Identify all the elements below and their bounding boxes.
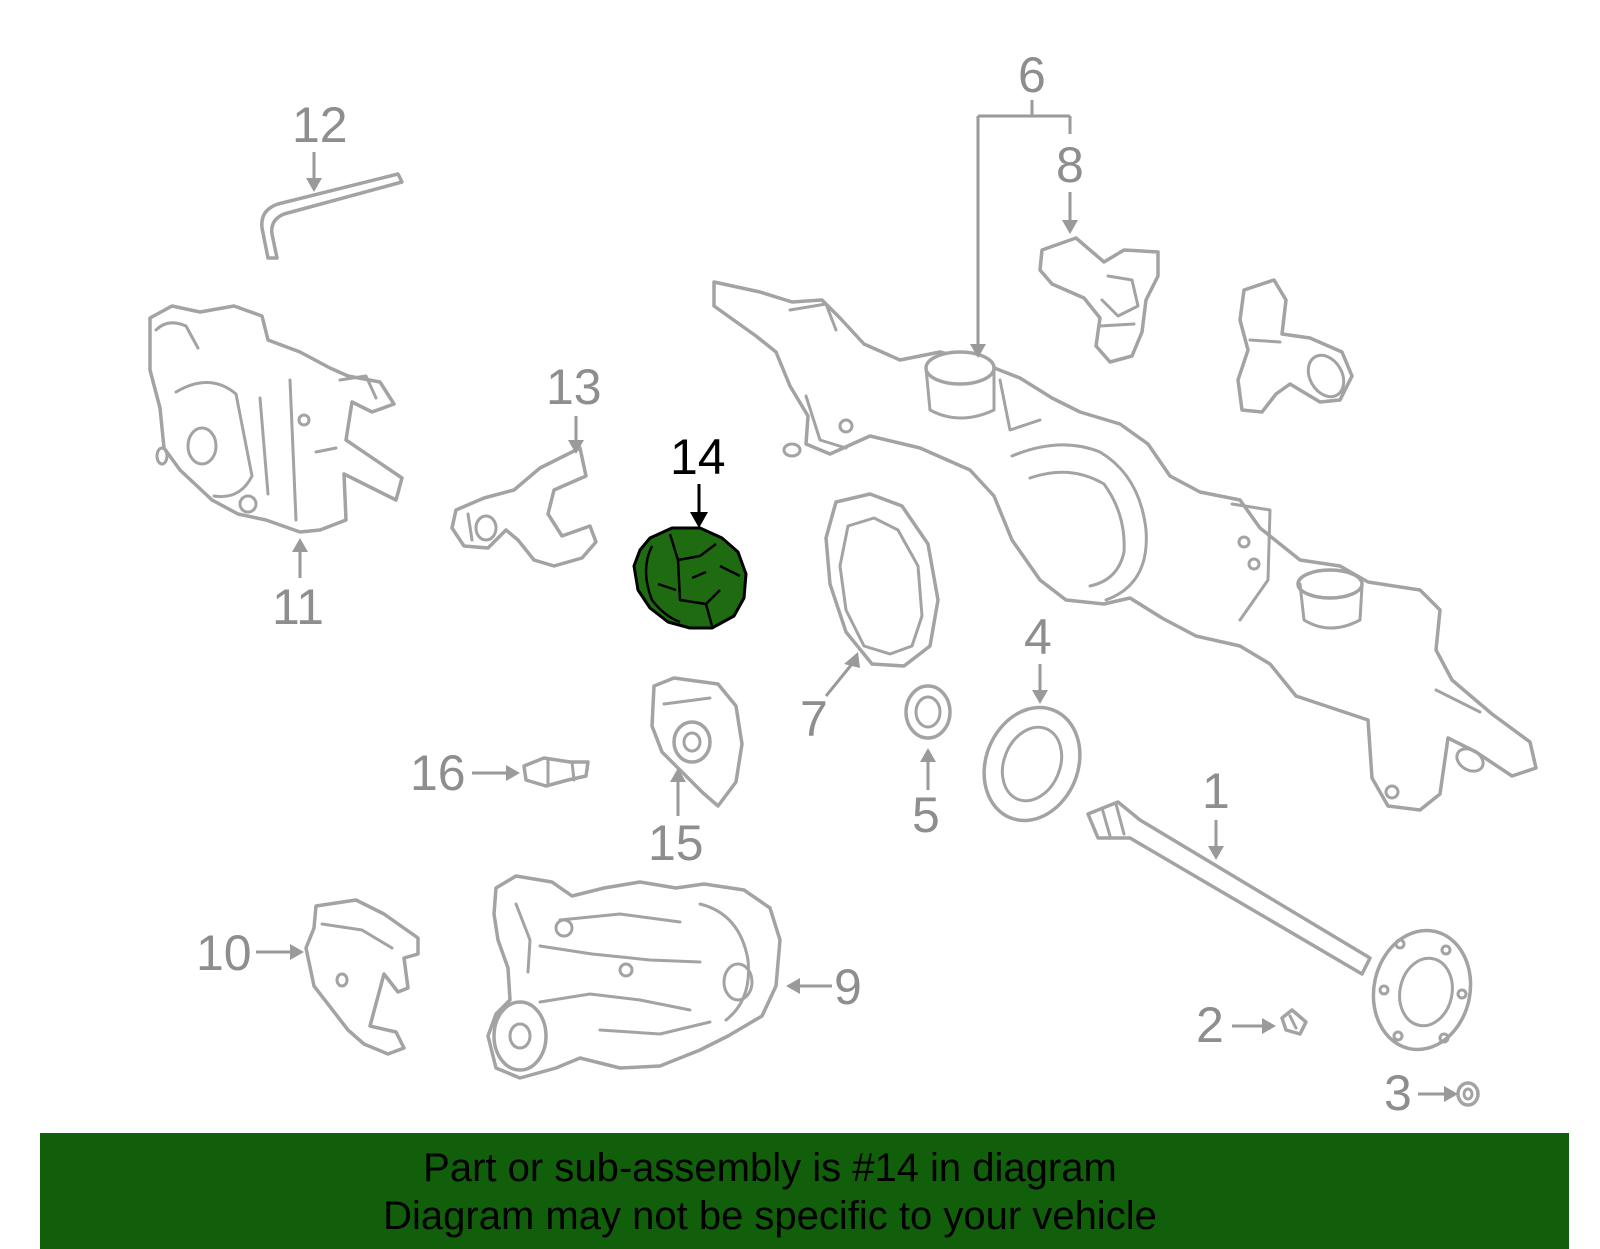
part-2-stud (1280, 1008, 1308, 1036)
part-15-bearing-cap (650, 676, 744, 808)
info-banner: Part or sub-assembly is #14 in diagram D… (40, 1133, 1569, 1249)
part-6-axle-housing (712, 280, 1538, 812)
part-8-connector (1038, 236, 1354, 414)
part-10-shield (304, 898, 420, 1056)
part-7-gasket (824, 492, 940, 668)
part-3-nut (1456, 1081, 1480, 1107)
callout-2: 2 (1196, 997, 1224, 1053)
callout-10: 10 (196, 925, 252, 981)
callout-7: 7 (800, 691, 828, 747)
banner-line-part-number: Part or sub-assembly is #14 in diagram (423, 1146, 1117, 1190)
callout-11: 11 (272, 579, 324, 635)
part-5-seal (904, 684, 952, 740)
part-12-rod (260, 172, 404, 260)
part-16-breather (522, 756, 590, 788)
callout-1: 1 (1202, 763, 1230, 819)
leader-lines (256, 100, 1458, 1102)
callout-5: 5 (912, 787, 940, 843)
callout-4: 4 (1024, 609, 1052, 665)
part-13-shift-fork (450, 446, 598, 568)
part-11-transfer-case (148, 304, 404, 534)
callout-15: 15 (648, 815, 704, 871)
callout-12: 12 (292, 97, 348, 153)
part-1-axle-shaft (1086, 800, 1473, 1052)
banner-line-disclaimer: Diagram may not be specific to your vehi… (383, 1194, 1157, 1238)
callout-8: 8 (1056, 137, 1084, 193)
callout-3: 3 (1384, 1065, 1412, 1121)
part-4-plate (982, 705, 1082, 823)
callout-9: 9 (834, 959, 862, 1015)
callout-14: 14 (670, 429, 726, 485)
part-9-differential-carrier (486, 874, 782, 1080)
callout-6: 6 (1018, 47, 1046, 103)
part-14-differential-case-highlighted (632, 526, 748, 630)
callout-13: 13 (546, 359, 602, 415)
callout-16: 16 (410, 745, 466, 801)
